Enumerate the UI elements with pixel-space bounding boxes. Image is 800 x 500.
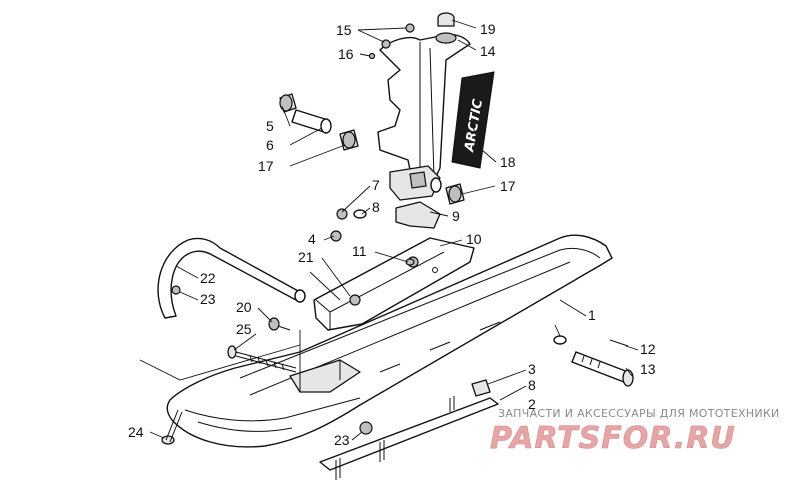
callout-17-right: 17 [500, 178, 516, 194]
callout-23-top: 23 [200, 291, 216, 307]
callout-15: 15 [336, 22, 352, 38]
bolt-20 [268, 317, 291, 331]
callout-7: 7 [372, 177, 380, 193]
callout-22: 22 [200, 270, 216, 286]
grease-fitting-16 [368, 52, 376, 60]
nut-23-bottom [359, 421, 373, 435]
callout-5: 5 [266, 118, 274, 134]
nut-23-top [171, 285, 181, 295]
callout-9: 9 [452, 208, 460, 224]
callout-13: 13 [640, 361, 656, 377]
callout-24: 24 [128, 424, 144, 440]
bolt-sleeve-6 [291, 109, 332, 134]
ski-part [166, 234, 613, 448]
ski-loop-handle-part [157, 237, 306, 319]
callout-23-bottom: 23 [334, 432, 350, 448]
washer-11 [405, 258, 415, 266]
cap-19 [437, 12, 455, 27]
callout-8-upper: 8 [372, 199, 380, 215]
bolt-24 [161, 409, 183, 445]
callout-20: 20 [236, 299, 252, 315]
bolt-13 [571, 351, 634, 387]
bushing-17-left [339, 129, 359, 151]
callout-3: 3 [528, 361, 536, 377]
callout-18: 18 [500, 154, 516, 170]
callout-17-left: 17 [258, 158, 274, 174]
callout-21: 21 [298, 249, 314, 265]
stud-3 [471, 379, 491, 397]
callout-16: 16 [338, 46, 354, 62]
callout-11: 11 [352, 243, 367, 259]
nut-7 [336, 208, 348, 220]
spindle-part [377, 32, 471, 191]
cotter-pin-12 [609, 339, 629, 347]
nut-4 [330, 230, 342, 242]
wear-bar-part [319, 396, 499, 480]
washer-8-lower [553, 335, 567, 345]
washer-8 [353, 209, 367, 219]
leader-lines [139, 19, 639, 441]
callout-10: 10 [466, 231, 482, 247]
bolt-25 [227, 345, 297, 373]
callout-19: 19 [480, 21, 496, 37]
watermark-subtitle: ЗАПЧАСТИ И АКСЕССУАРЫ ДЛЯ МОТОТЕХНИКИ [498, 407, 780, 420]
bushing-5 [279, 93, 297, 113]
callout-1: 1 [588, 307, 596, 323]
callout-4: 4 [308, 231, 316, 247]
callout-labels: 15 19 16 14 5 6 17 18 7 17 8 9 4 11 10 2… [128, 21, 656, 448]
callout-8-lower: 8 [528, 377, 536, 393]
ski-saddle-part [313, 237, 475, 331]
callout-2: 2 [528, 396, 536, 412]
spindle-clevis-part [389, 165, 442, 201]
callout-12: 12 [640, 341, 656, 357]
decal-part: ARCTIC [451, 71, 495, 169]
callout-14: 14 [480, 43, 496, 59]
callout-6: 6 [266, 137, 274, 153]
wear-plate-part [395, 201, 441, 229]
callout-25: 25 [236, 321, 252, 337]
bushing-17-right [445, 183, 465, 205]
nut-15-a [405, 23, 415, 33]
watermark-logo: PARTSFOR.RU [490, 421, 736, 456]
